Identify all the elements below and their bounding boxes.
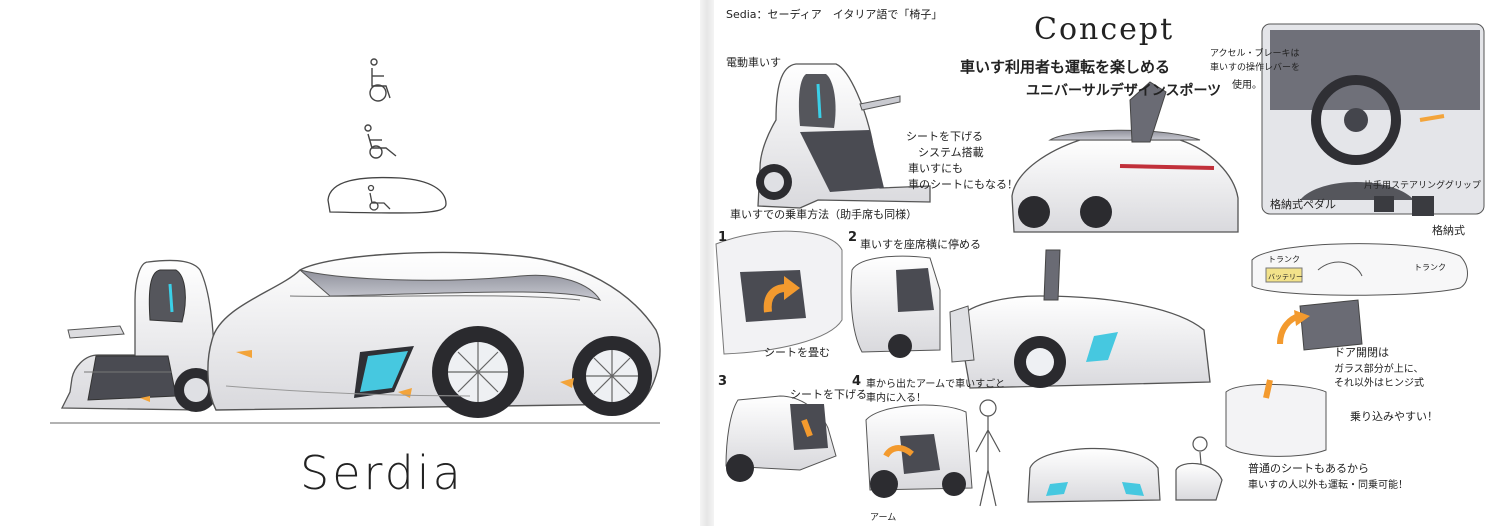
- wheelchair-pictogram-car: [327, 176, 447, 214]
- wheelchair-pictogram-2: [364, 124, 397, 159]
- door-open-drawing: [1225, 299, 1363, 457]
- step-4-text: 車から出たアームで車いすごと車内に入る！: [866, 379, 1006, 404]
- page-gutter: [700, 0, 714, 526]
- trunk-label-a: トランク: [1268, 255, 1300, 264]
- concept-title: Concept: [1034, 12, 1175, 47]
- e-wheelchair-label: 電動車いす: [726, 56, 781, 69]
- step-2-num: 2: [848, 230, 858, 245]
- easy-entry-note: 乗り込みやすい！: [1350, 410, 1438, 423]
- wheelchair-pictogram-1: [369, 58, 391, 102]
- brand-logo: Serdia: [300, 446, 464, 500]
- concept-line-1: 車いす利用者も運転を楽しめる: [960, 58, 1171, 76]
- step-3-text: シートを下げる: [790, 388, 867, 401]
- controls-note-3: 使用。: [1232, 80, 1262, 91]
- battery-label: バッテリー: [1268, 273, 1303, 281]
- step-3-num: 3: [718, 374, 728, 389]
- seat-note-1: シートを下げる: [906, 130, 983, 143]
- hand-grip-label: 片手用ステアリンググリップ: [1364, 181, 1481, 191]
- pedal-label: 格納式ペダル: [1270, 198, 1336, 211]
- controls-note-2: 車いすの操作レバーを: [1210, 63, 1301, 73]
- normal-seat-note-1: 普通のシートもあるから: [1248, 462, 1369, 475]
- step4-drawing: [865, 404, 973, 498]
- step2-drawing: [850, 255, 941, 358]
- seat-note-4: 車のシートにもなる！: [908, 178, 1018, 191]
- boarding-title: 車いすでの乗車方法（助手席も同様）: [730, 208, 918, 221]
- arm-label: アーム: [870, 513, 897, 523]
- e-wheelchair-drawing: [756, 63, 931, 209]
- step-1-text: シートを畳む: [764, 346, 830, 359]
- trunk-battery-plan-drawing: [1251, 243, 1468, 296]
- step-2-text: 車いすを座席横に停める: [860, 238, 981, 251]
- car-door-open-drawing: [949, 249, 1211, 389]
- people-and-front-car-drawing: [975, 399, 1223, 507]
- wheelchair-pod-drawing: [60, 259, 218, 412]
- seat-note-3: 車いすにも: [908, 162, 963, 175]
- concept-line-2: ユニバーサルデザインスポーツ: [1026, 83, 1222, 99]
- step3-drawing: [725, 395, 837, 482]
- trunk-label-b: トランク: [1414, 263, 1446, 272]
- door-note-1: ドア開閉は: [1334, 346, 1389, 359]
- door-note-3: それ以外はヒンジ式: [1334, 378, 1424, 389]
- normal-seat-note-2: 車いすの人以外も運転・同乗可能！: [1248, 480, 1408, 491]
- step-1-num: 1: [718, 230, 728, 245]
- seat-note-2: システム搭載: [918, 146, 984, 159]
- car-rear-gullwing-drawing: [1011, 81, 1239, 233]
- controls-note-1: アクセル・ブレーキは: [1210, 49, 1300, 59]
- cockpit-interior-drawing: [1261, 23, 1485, 216]
- step1-drawing: [715, 230, 843, 355]
- door-note-2: ガラス部分が上に、: [1334, 364, 1424, 375]
- name-note: Sedia：セーディア イタリア語で「椅子」: [726, 8, 943, 21]
- step-4-num: 4: [852, 374, 862, 389]
- retract-label: 格納式: [1432, 224, 1465, 237]
- sports-car-drawing: [207, 251, 661, 418]
